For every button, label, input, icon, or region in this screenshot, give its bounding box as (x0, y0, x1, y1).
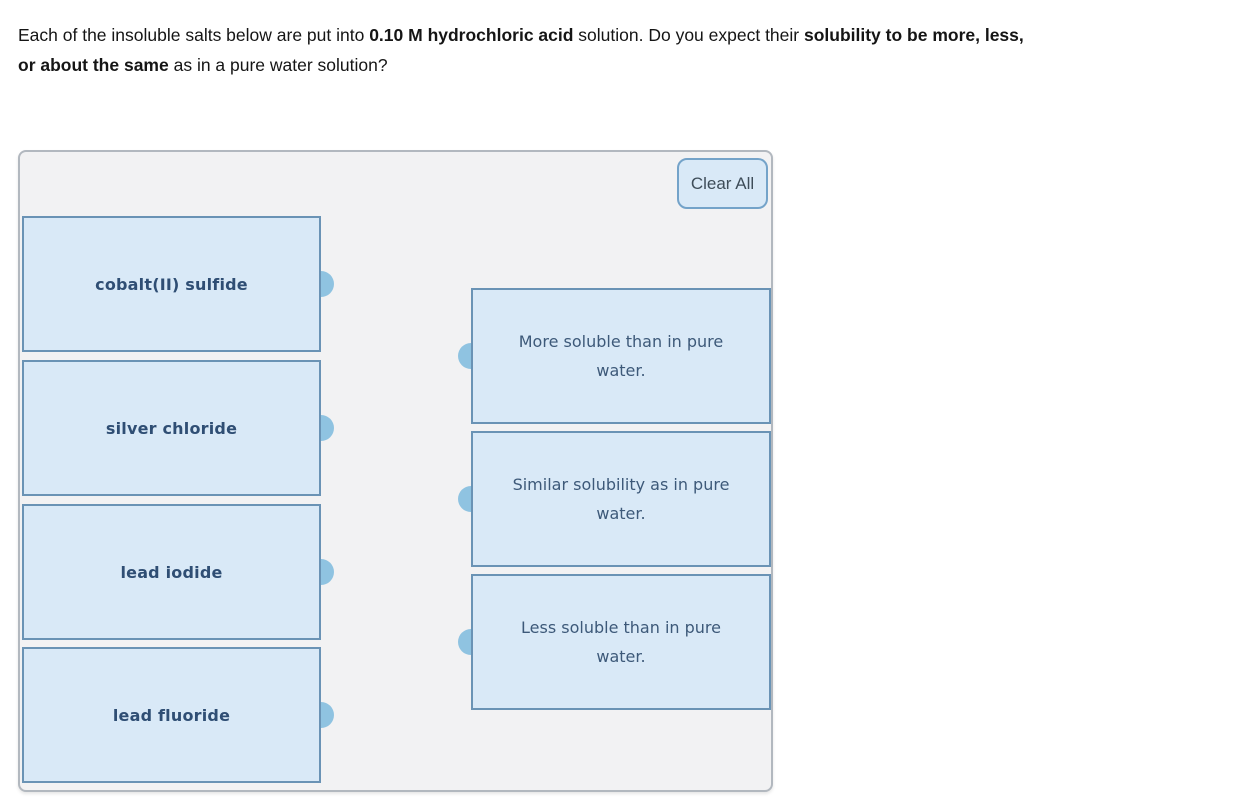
connector-dot-icon (458, 486, 471, 512)
connector-dot-icon (321, 415, 334, 441)
salt-card-silver-chloride[interactable]: silver chloride (22, 360, 334, 496)
question-segment-bold: solubility to be more, less, (803, 25, 1024, 45)
salt-card-cobalt-ii-sulfide[interactable]: cobalt(II) sulfide (22, 216, 334, 352)
question-segment-bold: or about the same (18, 55, 169, 75)
salt-card-label: lead fluoride (112, 705, 231, 725)
question-segment: Each of the insoluble salts below are pu… (18, 25, 370, 45)
salt-card-face[interactable]: silver chloride (22, 360, 321, 496)
salt-card-lead-fluoride[interactable]: lead fluoride (22, 647, 334, 783)
connector-dot-icon (321, 271, 334, 297)
clear-all-button[interactable]: Clear All (677, 158, 768, 209)
question-segment-bold: 0.10 M hydrochloric acid (369, 25, 574, 45)
connector-dot-icon (458, 629, 471, 655)
question-segment: solution. Do you expect their (573, 25, 804, 45)
question-segment: as in a pure water solution? (168, 55, 388, 75)
connector-dot-icon (321, 559, 334, 585)
salt-card-label: silver chloride (105, 418, 238, 438)
matching-panel: Clear All cobalt(II) sulfide silver chlo… (18, 150, 773, 792)
salt-card-label: lead iodide (120, 562, 223, 582)
connector-dot-icon (458, 343, 471, 369)
salt-card-lead-iodide[interactable]: lead iodide (22, 504, 334, 640)
connector-dot-icon (321, 702, 334, 728)
salt-card-face[interactable]: cobalt(II) sulfide (22, 216, 321, 352)
clear-all-label: Clear All (690, 173, 755, 193)
salt-card-face[interactable]: lead iodide (22, 504, 321, 640)
question-text: Each of the insoluble salts below are pu… (18, 20, 1233, 80)
salt-card-label: cobalt(II) sulfide (95, 274, 248, 294)
salt-card-face[interactable]: lead fluoride (22, 647, 321, 783)
